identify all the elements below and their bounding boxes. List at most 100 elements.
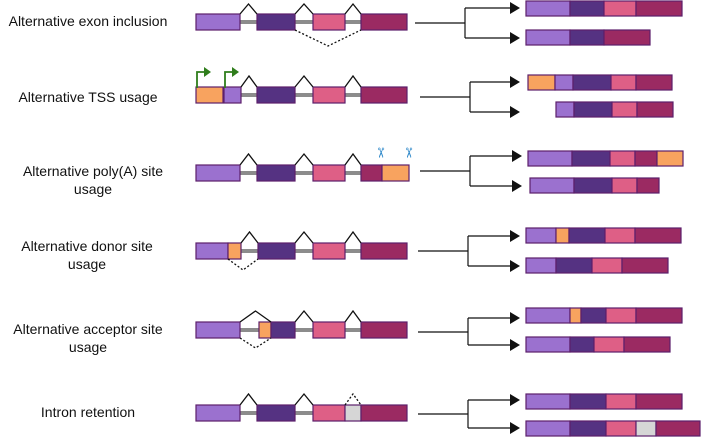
row6-exon-3 [312, 404, 346, 422]
row5-isoform-2-segment-0 [525, 336, 571, 353]
row1-isoform-1-segment-1 [569, 0, 605, 17]
row6-retained-splice [344, 392, 362, 406]
row3-exon-1 [195, 164, 241, 182]
row6-splice-1 [239, 392, 258, 406]
row4-isoform-1-segment-3 [604, 227, 636, 244]
row2-isoform-1-segment-0 [527, 74, 556, 91]
row2-tss-arrow-2-stem [224, 71, 233, 88]
row3-exon-2 [256, 164, 296, 182]
row5-exon-3 [312, 321, 346, 339]
row1-skip-junction [294, 29, 362, 47]
row6-exon-2 [256, 404, 296, 422]
row6-branch-top-arrowhead [510, 394, 520, 406]
row4-exon-2 [257, 242, 296, 260]
row4-isoform-1-segment-0 [525, 227, 557, 244]
row5-exon-4 [360, 321, 408, 339]
row5-isoform-1-segment-0 [525, 307, 571, 324]
row4-isoform-2-segment-3 [621, 257, 669, 274]
row1-splice-2 [294, 3, 314, 15]
row6-isoform-2-segment-2 [605, 420, 637, 437]
row5-isoform-1-segment-2 [580, 307, 607, 324]
row4-isoform-1-segment-2 [568, 227, 606, 244]
row1-isoform-1-segment-3 [635, 0, 683, 17]
row4-exon-4 [360, 242, 408, 260]
row3-isoform-1-segment-3 [634, 150, 658, 167]
row2-exon-1 [223, 86, 242, 104]
row2-splice-2 [294, 74, 314, 88]
row1-branch-bottom-arrowhead [510, 32, 520, 44]
row3-splice-2 [294, 152, 314, 166]
row2-isoform-2-segment-1 [573, 101, 613, 118]
row4-alt-donor-extension [227, 242, 242, 260]
row6-isoform-1-segment-0 [525, 393, 571, 410]
row4-alt-junction [227, 258, 259, 271]
row-label-tss-usage: Alternative TSS usage [18, 89, 158, 105]
row3-isoform-1-segment-1 [571, 150, 611, 167]
row2-exon-4 [360, 86, 408, 104]
row3-scissors-icon-1: ✂ [372, 147, 388, 159]
row4-branch-top-arrowhead [510, 230, 520, 242]
row4-splice-2 [294, 230, 314, 244]
row4-isoform-1-segment-1 [555, 227, 570, 244]
row1-exon-4 [360, 13, 408, 31]
row2-isoform-1-segment-3 [610, 74, 637, 91]
row5-isoform-1-segment-1 [569, 307, 582, 324]
row6-retained-intron [344, 404, 362, 422]
row6-exon-1 [195, 404, 241, 422]
row5-splice-1 [239, 310, 272, 323]
row3-branch-bottom-arrowhead [512, 180, 522, 192]
row2-splice-1 [240, 74, 258, 88]
row5-isoform-2-segment-1 [569, 336, 595, 353]
row-label-donor-usage: Alternative donor site usage [21, 238, 153, 272]
row4-exon-1 [195, 242, 229, 260]
row5-splice-2 [294, 309, 314, 323]
row1-exon-1 [195, 13, 241, 31]
row1-isoform-1-segment-0 [525, 0, 571, 17]
row5-alt-junction [239, 337, 272, 349]
row6-isoform-2-segment-0 [525, 420, 571, 437]
row2-alt-first-exon [195, 86, 224, 104]
row3-exon-4 [360, 164, 383, 182]
row2-tss-arrow-2-head [232, 67, 239, 77]
row2-branch-bottom-arrowhead [510, 106, 520, 118]
row3-isoform-2-segment-0 [529, 177, 575, 194]
row6-isoform-1-segment-2 [605, 393, 637, 410]
row5-splice-3 [344, 309, 362, 323]
row-label-intron-retention: Intron retention [40, 404, 136, 420]
row3-isoform-2-segment-1 [573, 177, 613, 194]
row3-isoform-1-segment-0 [527, 150, 573, 167]
row2-isoform-1-segment-1 [554, 74, 574, 91]
row3-isoform-1-segment-4 [656, 150, 684, 167]
row5-exon-1 [195, 321, 241, 339]
row1-splice-3 [344, 2, 362, 15]
row5-isoform-2-segment-2 [593, 336, 625, 353]
row3-isoform-2-segment-2 [611, 177, 638, 194]
row-label-polya-usage: Alternative poly(A) site usage [22, 163, 164, 197]
row2-splice-3 [344, 74, 362, 88]
row3-scissors-icon-2: ✂ [400, 147, 416, 159]
row3-isoform-1-segment-2 [609, 150, 636, 167]
row6-splice-2 [294, 392, 314, 406]
row3-splice-1 [239, 152, 258, 166]
row1-isoform-1-segment-2 [603, 0, 637, 17]
row2-isoform-2-segment-0 [555, 101, 575, 118]
row6-branch-bottom-arrowhead [510, 422, 520, 434]
row6-exon-4 [360, 404, 408, 422]
row-label-acceptor-usage: Alternative acceptor site usage [13, 321, 163, 355]
row6-isoform-1-segment-3 [635, 393, 683, 410]
row1-exon-3 [312, 13, 346, 31]
row2-isoform-2-segment-3 [636, 101, 674, 118]
row4-exon-3 [312, 242, 346, 260]
row3-branch-top-arrowhead [512, 150, 522, 162]
row3-exon-3 [312, 164, 346, 182]
row-label-exon-inclusion: Alternative exon inclusion [8, 13, 168, 29]
row5-isoform-1-segment-4 [635, 307, 683, 324]
row3-splice-3 [344, 152, 362, 166]
row5-isoform-1-segment-3 [605, 307, 637, 324]
row5-isoform-2-segment-3 [623, 336, 671, 353]
row4-isoform-2-segment-0 [525, 257, 557, 274]
row1-isoform-2-segment-2 [603, 29, 651, 46]
row2-isoform-1-segment-2 [572, 74, 612, 91]
row1-isoform-2-segment-0 [525, 29, 571, 46]
